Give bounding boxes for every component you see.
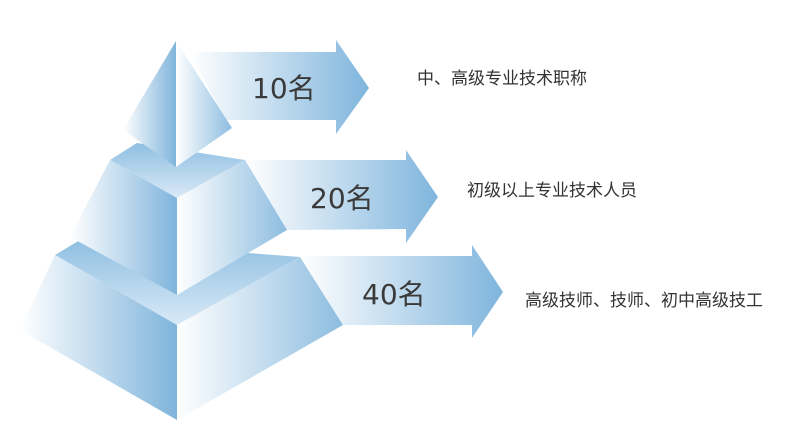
tier-2-description: 初级以上专业技术人员: [467, 181, 637, 201]
tier-1-description: 中、高级专业技术职称: [417, 69, 587, 89]
arrow-tier-2: [245, 150, 438, 243]
tier-3-count: 40名: [362, 278, 426, 311]
arrow-tier-1: [190, 40, 369, 134]
pyramid-tier-middle: [70, 143, 287, 295]
tier-1-count: 10名: [252, 72, 316, 105]
tier-3-description: 高级技师、技师、初中高级技工: [525, 291, 763, 311]
tier-2-count: 20名: [310, 182, 374, 215]
pyramid-tier-top: [123, 41, 232, 167]
arrow-tier-3: [300, 245, 503, 338]
